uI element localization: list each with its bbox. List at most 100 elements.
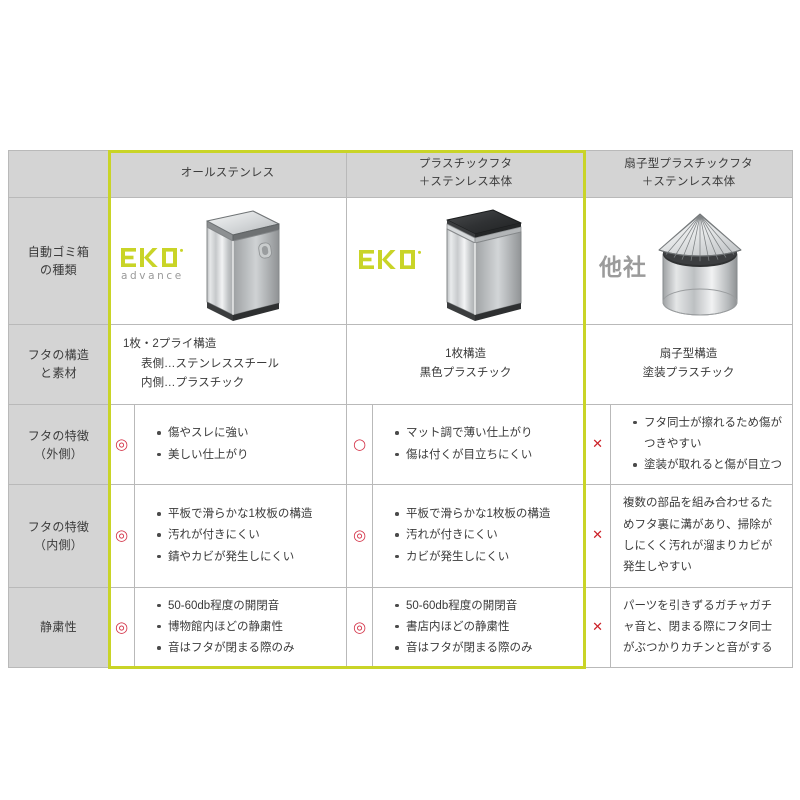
row-label-line2: （外側） (33, 446, 84, 461)
list-item: 汚れが付きにくい (157, 525, 340, 546)
list-item: 50-60db程度の開閉音 (157, 596, 340, 617)
product-cell-col2 (346, 197, 586, 325)
lid-structure-col3-line1: 扇子型構造 (659, 347, 718, 360)
cross-mark-icon: ✕ (592, 437, 603, 453)
header-col1-all-stainless: オールステンレス (107, 150, 348, 198)
row-quietness: 静粛性 ◎ 50-60db程度の開閉音 博物館内ほどの静粛性 音はフタが閉まる際… (8, 586, 794, 669)
row-label-quietness: 静粛性 (8, 586, 109, 669)
list-item: 博物館内ほどの静粛性 (157, 617, 340, 638)
fan-lid-bin-icon (647, 210, 753, 321)
features-quietness-col3-text: パーツを引きずるガチャガチャ音と、閉まる際にフタ同士がぶつかりカチンと音がする (623, 599, 773, 655)
features-quietness-col2: 50-60db程度の開閉音 書店内ほどの静粛性 音はフタが閉まる際のみ (372, 586, 586, 669)
list-item: 傷やスレに強い (157, 423, 340, 444)
stainless-bin-icon (179, 203, 289, 324)
list-item: 錆やカビが発生しにくい (157, 547, 340, 568)
header-col1-label: オールステンレス (180, 167, 275, 180)
feature-list: フタ同士が擦れるため傷がつきやすい 塗装が取れると傷が目立つ (613, 413, 790, 477)
header-col3-fan-lid: 扇子型プラスチックフタ ＋ステンレス本体 (584, 150, 794, 198)
features-inside-col3: 複数の部品を組み合わせるためフタ裏に溝があり、掃除がしにくく汚れが溜まりカビが発… (610, 484, 794, 588)
list-item: 平板で滑らかな1枚板の構造 (157, 504, 340, 525)
features-outside-col2: マット調で薄い仕上がり 傷は付くが目立ちにくい (372, 403, 586, 486)
other-company-label: 他社 (599, 255, 648, 281)
rating-quietness-col1: ◎ (108, 586, 135, 669)
lid-structure-col2: 1枚構造 黒色プラスチック (346, 324, 586, 405)
double-circle-mark-icon: ◎ (352, 526, 367, 545)
lid-structure-col1-line1: 1枚・2プライ構造 (123, 338, 217, 350)
eko-logo (359, 250, 425, 269)
header-col2-plastic-lid: プラスチックフタ ＋ステンレス本体 (346, 150, 586, 198)
feature-list: 傷やスレに強い 美しい仕上がり (137, 423, 344, 466)
rating-outside-col3: ✕ (584, 403, 612, 486)
features-inside-col1: 平板で滑らかな1枚板の構造 汚れが付きにくい 錆やカビが発生しにくい (133, 484, 348, 588)
row-label-line1: フタの構造 (27, 348, 90, 363)
lid-structure-col1-line3: 内側…プラスチック (141, 377, 245, 390)
lid-structure-col1-line2: 表側…ステンレススチール (141, 357, 279, 370)
rating-outside-col1: ◎ (108, 403, 135, 486)
product-cell-col3: 他社 (584, 197, 794, 325)
features-outside-col1: 傷やスレに強い 美しい仕上がり (133, 403, 348, 486)
features-outside-col3: フタ同士が擦れるため傷がつきやすい 塗装が取れると傷が目立つ (610, 403, 794, 486)
feature-list: 50-60db程度の開閉音 博物館内ほどの静粛性 音はフタが閉まる際のみ (137, 596, 344, 660)
double-circle-mark-icon: ◎ (352, 617, 367, 636)
product-comparison-table: オールステンレス プラスチックフタ ＋ステンレス本体 扇子型プラスチックフタ ＋… (8, 150, 794, 669)
feature-list: 平板で滑らかな1枚板の構造 汚れが付きにくい カビが発生しにくい (375, 504, 582, 568)
lid-structure-col2-line2: 黒色プラスチック (419, 367, 512, 380)
eko-wordmark-icon (121, 248, 187, 267)
cross-mark-icon: ✕ (592, 619, 603, 635)
list-item: マット調で薄い仕上がり (395, 423, 578, 444)
rating-quietness-col2: ◎ (346, 586, 374, 669)
row-product-type: 自動ゴミ箱 の種類 (8, 197, 794, 325)
features-quietness-col1: 50-60db程度の開閉音 博物館内ほどの静粛性 音はフタが閉まる際のみ (133, 586, 348, 669)
row-label-line1: フタの特徴 (27, 519, 90, 534)
eko-wordmark-icon (359, 250, 425, 269)
double-circle-mark-icon: ◎ (114, 526, 129, 545)
row-lid-features-inside: フタの特徴 （内側） ◎ 平板で滑らかな1枚板の構造 汚れが付きにくい 錆やカビ… (8, 484, 794, 588)
feature-list: マット調で薄い仕上がり 傷は付くが目立ちにくい (375, 423, 582, 466)
rating-quietness-col3: ✕ (584, 586, 612, 669)
list-item: 塗装が取れると傷が目立つ (633, 455, 786, 476)
row-label-line2: と素材 (40, 366, 77, 381)
eko-advance-sublabel: advance (121, 270, 184, 282)
lid-structure-col1: 1枚・2プライ構造 表側…ステンレススチール 内側…プラスチック (107, 324, 348, 405)
row-label-lid-structure: フタの構造 と素材 (8, 324, 109, 405)
eko-advance-logo: advance (121, 248, 187, 282)
circle-mark-icon: ○ (352, 435, 367, 454)
list-item: 50-60db程度の開閉音 (395, 596, 578, 617)
list-item: 音はフタが閉まる際のみ (157, 638, 340, 659)
row-lid-structure-material: フタの構造 と素材 1枚・2プライ構造 表側…ステンレススチール 内側…プラスチ… (8, 324, 794, 405)
list-item: 傷は付くが目立ちにくい (395, 445, 578, 466)
row-label-line2: （内側） (33, 537, 84, 552)
row-label-lid-features-outside: フタの特徴 （外側） (8, 403, 109, 486)
row-label-line1: フタの特徴 (27, 428, 90, 443)
rating-inside-col1: ◎ (108, 484, 135, 588)
table-header-row: オールステンレス プラスチックフタ ＋ステンレス本体 扇子型プラスチックフタ ＋… (8, 150, 794, 198)
header-corner-blank (8, 150, 109, 198)
rating-inside-col3: ✕ (584, 484, 612, 588)
feature-list: 平板で滑らかな1枚板の構造 汚れが付きにくい 錆やカビが発生しにくい (137, 504, 344, 568)
feature-list: 50-60db程度の開閉音 書店内ほどの静粛性 音はフタが閉まる際のみ (375, 596, 582, 660)
header-col2-label-line2: ＋ステンレス本体 (418, 176, 513, 188)
header-col3-label-line2: ＋ステンレス本体 (641, 176, 736, 188)
black-lid-bin-icon (421, 203, 531, 324)
list-item: 美しい仕上がり (157, 445, 340, 466)
rating-outside-col2: ○ (346, 403, 374, 486)
row-label-line1: 自動ゴミ箱 (27, 245, 90, 259)
list-item: 書店内ほどの静粛性 (395, 617, 578, 638)
lid-structure-col3: 扇子型構造 塗装プラスチック (584, 324, 794, 405)
lid-structure-col2-line1: 1枚構造 (445, 347, 486, 360)
row-lid-features-outside: フタの特徴 （外側） ◎ 傷やスレに強い 美しい仕上がり ○ (8, 403, 794, 486)
list-item: 汚れが付きにくい (395, 525, 578, 546)
lid-structure-col3-line2: 塗装プラスチック (642, 367, 735, 380)
row-label-line2: の種類 (40, 263, 77, 277)
header-col3-label-line1: 扇子型プラスチックフタ (624, 158, 753, 171)
row-label-product-type: 自動ゴミ箱 の種類 (8, 197, 109, 325)
row-label-line1: 静粛性 (40, 620, 77, 635)
features-inside-col2: 平板で滑らかな1枚板の構造 汚れが付きにくい カビが発生しにくい (372, 484, 586, 588)
row-label-lid-features-inside: フタの特徴 （内側） (8, 484, 109, 588)
list-item: 平板で滑らかな1枚板の構造 (395, 504, 578, 525)
product-cell-col1: advance (107, 197, 348, 325)
double-circle-mark-icon: ◎ (114, 617, 129, 636)
rating-inside-col2: ◎ (346, 484, 374, 588)
header-col2-label-line1: プラスチックフタ (418, 158, 513, 171)
